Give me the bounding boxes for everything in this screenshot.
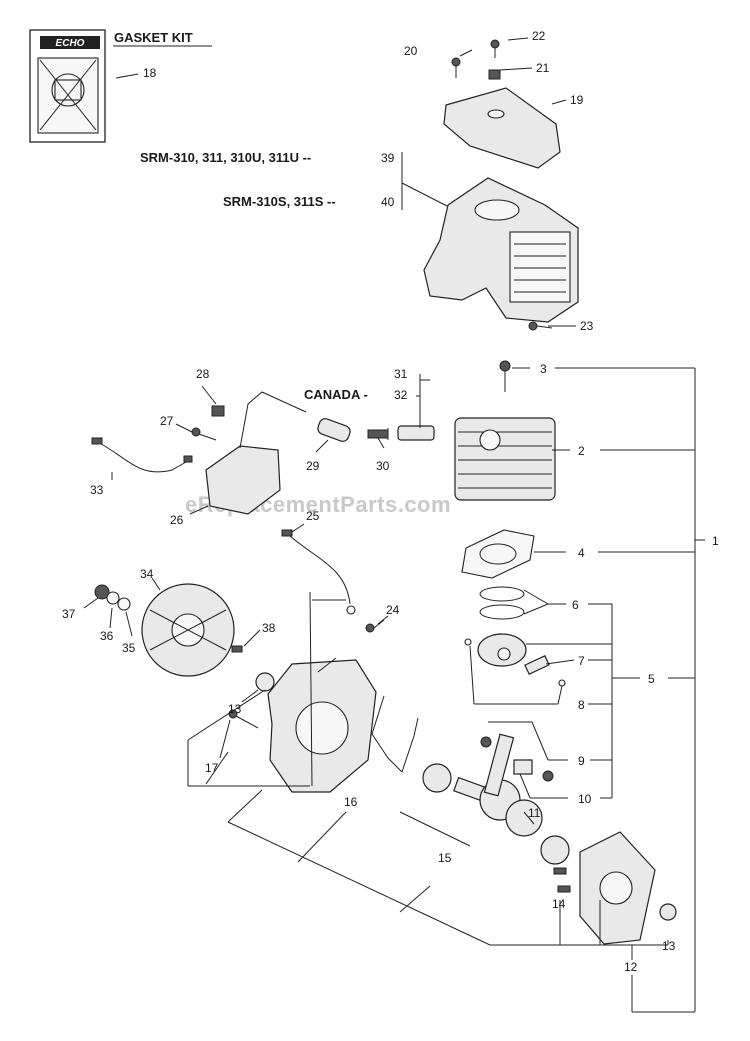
- callout-24: 24: [386, 603, 400, 617]
- gasket-kit-box: ECHO: [29, 29, 106, 143]
- callout-12: 12: [624, 960, 638, 974]
- callout-3: 3: [540, 362, 547, 376]
- nut-37: [94, 584, 110, 600]
- callout-5: 5: [648, 672, 655, 686]
- bearing-left: [422, 763, 452, 793]
- callout-20: 20: [404, 44, 418, 58]
- leader-lines: [83, 37, 705, 1013]
- callout-7: 7: [578, 654, 585, 668]
- washer-35: [117, 597, 131, 611]
- screw-24: [365, 619, 385, 633]
- screw-20: [451, 57, 461, 78]
- model-label-39: SRM-310, 311, 310U, 311U --: [140, 150, 311, 165]
- callout-8: 8: [578, 698, 585, 712]
- callout-numbers: 1 2 3 4 5 6 7 8 9 10 11 12 13 14 15 16 1…: [62, 29, 719, 974]
- callout-11: 11: [528, 806, 541, 820]
- cylinder: [454, 417, 556, 501]
- pin-14a: [553, 867, 567, 875]
- bearing-right: [540, 835, 570, 865]
- callout-23: 23: [580, 319, 594, 333]
- bolt-27: [191, 427, 217, 441]
- cylinder-gasket: [461, 529, 535, 579]
- callout-32: 32: [394, 388, 408, 402]
- pin-14b: [557, 885, 571, 893]
- callout-36: 36: [100, 629, 114, 643]
- boot-29: [317, 418, 351, 442]
- model-ref-39: 39: [381, 151, 395, 165]
- callout-2: 2: [578, 444, 585, 458]
- spacer-28: [211, 405, 225, 417]
- callout-22: 22: [532, 29, 546, 43]
- callout-31: 31: [394, 367, 408, 381]
- callout-25: 25: [306, 509, 320, 523]
- callout-30: 30: [376, 459, 390, 473]
- key-38: [231, 645, 243, 653]
- callout-21: 21: [536, 61, 550, 75]
- callout-27: 27: [160, 414, 174, 428]
- callout-28: 28: [196, 367, 210, 381]
- engine-cover-top: [443, 87, 561, 169]
- callout-16: 16: [344, 795, 358, 809]
- needle-bearing: [480, 736, 554, 782]
- callout-35: 35: [122, 641, 136, 655]
- seal-13a: [255, 672, 275, 692]
- crankcase-left: [267, 659, 377, 793]
- bolt-3: [499, 360, 511, 392]
- bolt-17: [228, 709, 259, 729]
- piston-rings: [479, 586, 525, 620]
- gasket-kit-title: GASKET KIT: [114, 30, 193, 45]
- nut-21: [488, 69, 501, 80]
- callout-34: 34: [140, 567, 154, 581]
- callout-26: 26: [170, 513, 184, 527]
- model-ref-40: 40: [381, 195, 395, 209]
- callout-1: 1: [712, 534, 719, 548]
- screw-23: [528, 321, 553, 331]
- callout-13-left: 13: [228, 702, 242, 716]
- plug-30-31: [367, 425, 435, 441]
- callout-18: 18: [143, 66, 157, 80]
- callout-13-right: 13: [662, 939, 676, 953]
- callout-15: 15: [438, 851, 452, 865]
- ignition-coil: [205, 391, 307, 515]
- callout-14: 14: [552, 897, 566, 911]
- spark-plug-wire-33: [91, 437, 193, 473]
- screw-22: [490, 39, 500, 58]
- model-label-40: SRM-310S, 311S --: [223, 194, 336, 209]
- washer-36: [106, 591, 120, 605]
- crankcase-right: [579, 831, 656, 945]
- seal-13b: [659, 903, 677, 921]
- callout-9: 9: [578, 754, 585, 768]
- callout-17: 17: [205, 761, 219, 775]
- callout-38: 38: [262, 621, 276, 635]
- callout-10: 10: [578, 792, 592, 806]
- flywheel: [141, 583, 235, 677]
- callout-19: 19: [570, 93, 584, 107]
- crankshaft: [453, 733, 543, 837]
- callout-29: 29: [306, 459, 320, 473]
- cylinder-cover: [423, 177, 579, 323]
- gasket-16: [371, 695, 419, 773]
- piston: [464, 633, 566, 687]
- echo-logo: ECHO: [56, 38, 85, 49]
- callout-37: 37: [62, 607, 76, 621]
- callout-33: 33: [90, 483, 104, 497]
- ground-wire-25: [281, 529, 356, 615]
- callout-6: 6: [572, 598, 579, 612]
- callout-4: 4: [578, 546, 585, 560]
- canada-label: CANADA -: [304, 387, 368, 402]
